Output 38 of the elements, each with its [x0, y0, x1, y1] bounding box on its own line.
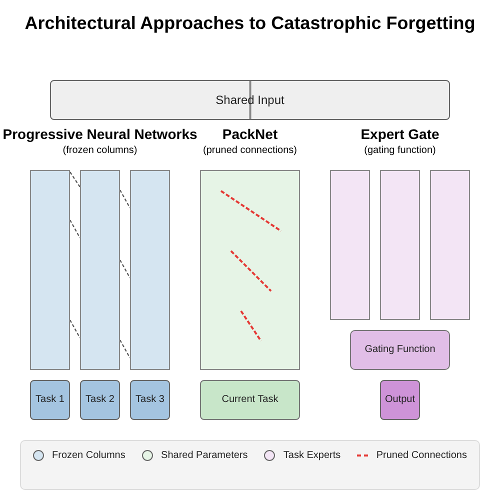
section-heading: PackNet: [222, 126, 278, 144]
lateral-connection: [119, 190, 131, 208]
output-label: Output: [384, 394, 416, 406]
task-label: Task 3: [136, 394, 164, 406]
frozen-column: [130, 170, 170, 370]
lateral-connection: [70, 172, 80, 188]
section-heading: Expert Gate: [360, 126, 440, 144]
legend-label: Frozen Columns: [52, 450, 126, 462]
section-subtitle: (pruned connections): [203, 144, 297, 158]
gating-label: Gating Function: [364, 344, 436, 356]
gating-box: [350, 330, 450, 370]
lateral-connection: [69, 220, 81, 238]
diagram-title: Architectural Approaches to Catastrophic Forgetting: [24, 12, 476, 34]
legend-label: Pruned Connections: [376, 450, 467, 462]
section-heading: Progressive Neural Networks: [2, 126, 198, 144]
legend-label: Task Experts: [283, 450, 341, 462]
legend-label: Shared Parameters: [161, 450, 248, 462]
task-label: Current Task: [222, 394, 278, 406]
section-subtitle: (gating function): [364, 144, 436, 158]
lateral-connection: [69, 320, 81, 338]
expert-column: [430, 170, 470, 320]
task-box: [130, 380, 170, 420]
expert-column: [380, 170, 420, 320]
task-box: [80, 380, 120, 420]
task-box: [200, 380, 300, 420]
expert-column: [330, 170, 370, 320]
output-box: [380, 380, 420, 420]
frozen-column: [80, 170, 120, 370]
frozen-column: [30, 170, 70, 370]
input-label: Shared Input: [216, 92, 284, 108]
section-subtitle: (frozen columns): [62, 144, 138, 158]
task-label: Task 2: [86, 394, 114, 406]
lateral-connection: [119, 260, 131, 278]
task-box: [30, 380, 70, 420]
task-label: Task 1: [36, 394, 64, 406]
lateral-connection: [119, 340, 131, 358]
shared-network-panel: [200, 170, 300, 370]
input-box: [50, 80, 450, 120]
